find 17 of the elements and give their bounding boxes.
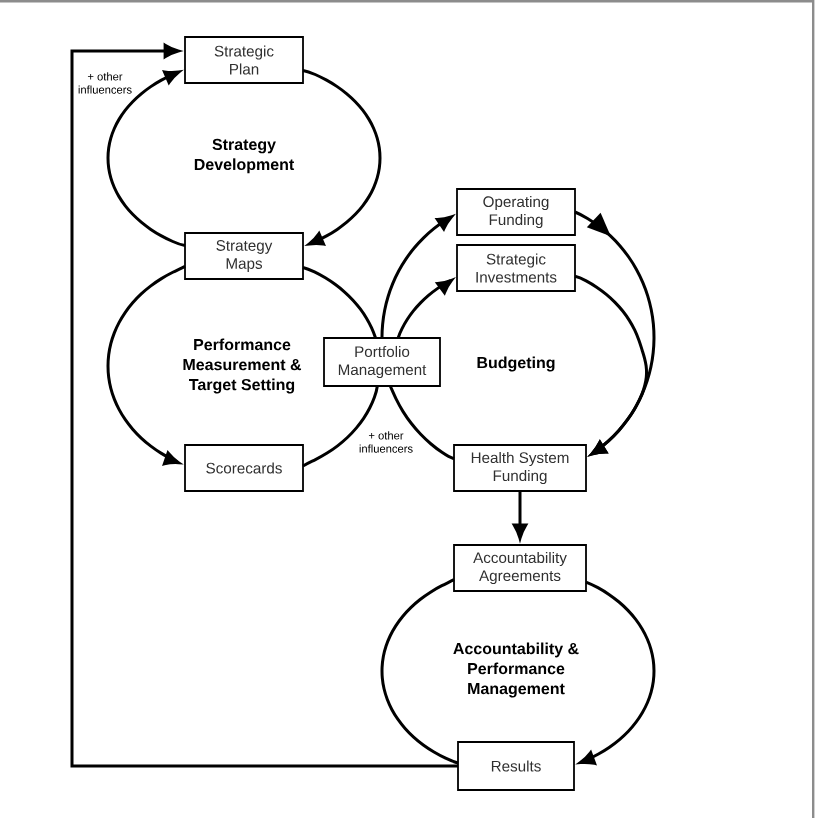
curved-arrow [380, 215, 453, 338]
curved-arrow [396, 278, 453, 339]
cycle-title: Performance Measurement & Target Setting [183, 338, 302, 394]
cycle-title: Budgeting [477, 356, 555, 372]
cycle-title: Accountability & Performance Management [453, 642, 579, 698]
curved-line [302, 385, 379, 468]
curved-arrow [574, 274, 649, 456]
curved-line [388, 385, 455, 461]
curved-line [380, 578, 459, 765]
curved-arrow [302, 68, 382, 246]
curved-arrow [578, 580, 656, 765]
arrow [512, 491, 528, 540]
cycle-title: Strategy Development [194, 138, 295, 174]
elbow-arrow [70, 43, 458, 768]
curved-arrow [106, 70, 186, 248]
curved-line [302, 266, 377, 339]
curved-arrow [106, 265, 186, 466]
